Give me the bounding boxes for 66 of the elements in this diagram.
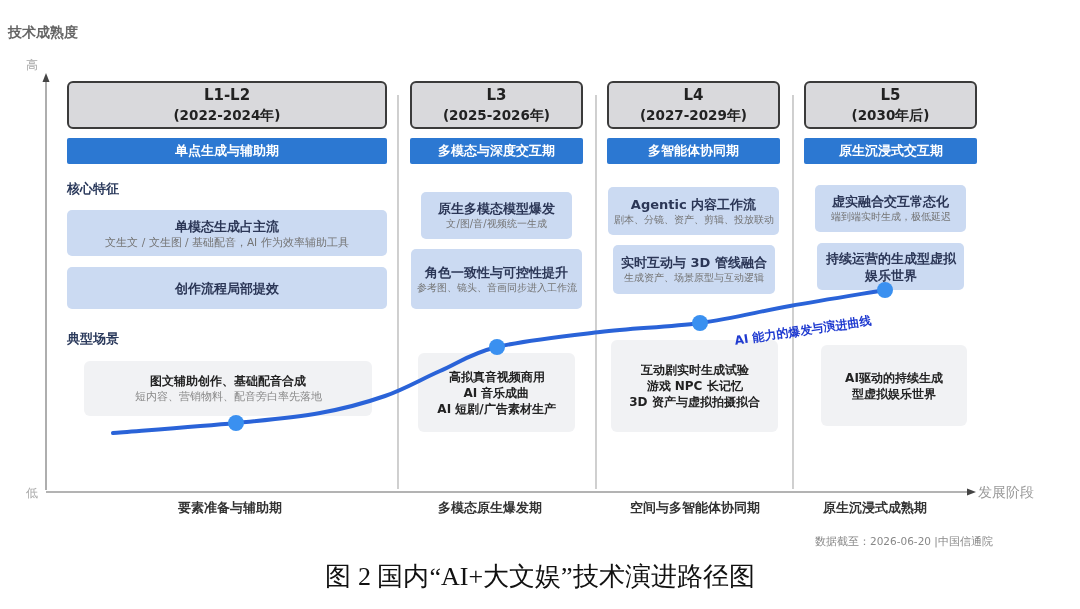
feature-title: 原生多模态模型爆发 — [438, 200, 555, 217]
feature-title: Agentic 内容工作流 — [630, 195, 757, 213]
feature-detail: 生成资产、场景原型与互动逻辑 — [624, 271, 764, 285]
scenario-detail: 短内容、营销物料、配音旁白率先落地 — [134, 389, 322, 404]
feature-detail: 参考图、镜头、音画同步进入工作流 — [416, 280, 577, 295]
phase-banner — [804, 138, 977, 164]
scenario-text: 互动剧实时生成试验 — [640, 362, 749, 378]
feature-detail: 文生文 / 文生图 / 基础配音，AI 作为效率辅助工具 — [105, 234, 349, 249]
stage-level: L1-L2 — [203, 85, 251, 105]
feature-title: 角色一致性与可控性提升 — [425, 263, 568, 281]
stage-years: (2022-2024年) — [173, 106, 281, 125]
scenario-card — [418, 353, 575, 432]
feature-title: 创作流程局部提效 — [175, 279, 279, 297]
scenario-text: 高拟真音视频商用 — [448, 368, 545, 385]
feature-title: 虚实融合交互常态化 — [832, 193, 949, 210]
stage-header-box — [410, 81, 583, 129]
stage-name: 空间与多智能体协同期 — [630, 499, 760, 517]
feature-card — [815, 185, 966, 232]
stage-header-box — [607, 81, 780, 129]
scenario-text: AI 音乐成曲 — [463, 384, 530, 401]
feature-detail: 文/图/音/视频统一生成 — [446, 217, 547, 231]
phase-title: 单点生成与辅助期 — [175, 143, 279, 159]
feature-card — [67, 210, 387, 256]
phase-title: 多模态与深度交互期 — [438, 143, 555, 159]
axis-title: 技术成熟度 — [8, 24, 78, 42]
stage-years: (2025-2026年) — [442, 106, 551, 125]
scenario-card — [84, 361, 372, 416]
stage-name: 要素准备与辅助期 — [178, 499, 282, 517]
phase-banner — [67, 138, 387, 164]
section-heading: 典型场景 — [67, 330, 119, 348]
feature-title: 单模态生成占主流 — [175, 217, 279, 235]
stage-level: L5 — [880, 85, 901, 105]
feature-card — [613, 245, 775, 294]
feature-card — [67, 267, 387, 309]
feature-card — [411, 249, 582, 309]
stage-header-box — [67, 81, 387, 129]
feature-title: 持续运营的生成型虚拟娱乐世界 — [824, 249, 957, 284]
scenario-text: AI驱动的持续生成型虚拟娱乐世界 — [844, 369, 944, 402]
stage-years: (2030年后) — [851, 106, 930, 125]
section-heading: 核心特征 — [67, 180, 119, 198]
feature-card — [421, 192, 572, 239]
scenario-text: 游戏 NPC 长记忆 — [646, 378, 743, 394]
source-note: 数据截至：2026-06-20 |中国信通院 — [815, 535, 993, 549]
axis-end-label: 高 — [26, 57, 38, 74]
phase-banner — [410, 138, 583, 164]
feature-card — [608, 187, 779, 235]
scenario-text: 3D 资产与虚拟拍摄拟合 — [629, 394, 760, 410]
scenario-text: 图文辅助创作、基础配音合成 — [150, 373, 306, 389]
feature-detail: 剧本、分镜、资产、剪辑、投放联动 — [613, 212, 774, 227]
phase-title: 原生沉浸式交互期 — [838, 143, 943, 159]
feature-detail: 端到端实时生成，极低延迟 — [830, 210, 951, 224]
stage-name: 多模态原生爆发期 — [438, 499, 542, 517]
feature-title: 实时互动与 3D 管线融合 — [621, 254, 767, 271]
stage-level: L3 — [486, 85, 507, 105]
stage-name: 原生沉浸式成熟期 — [823, 499, 927, 517]
scenario-text: AI 短剧/广告素材生产 — [437, 400, 556, 417]
phase-title: 多智能体协同期 — [648, 143, 739, 159]
phase-banner — [607, 138, 780, 164]
axis-title: 发展阶段 — [978, 484, 1034, 502]
curve-label: AI 能力的爆发与演进曲线 — [733, 312, 873, 350]
feature-card — [817, 243, 964, 290]
stage-header-box — [804, 81, 977, 129]
figure-caption: 图 2 国内“AI+大文娱”技术演进路径图 — [325, 561, 755, 593]
axis-end-label: 低 — [26, 485, 38, 502]
stage-level: L4 — [683, 85, 704, 105]
stage-years: (2027-2029年) — [639, 106, 748, 125]
